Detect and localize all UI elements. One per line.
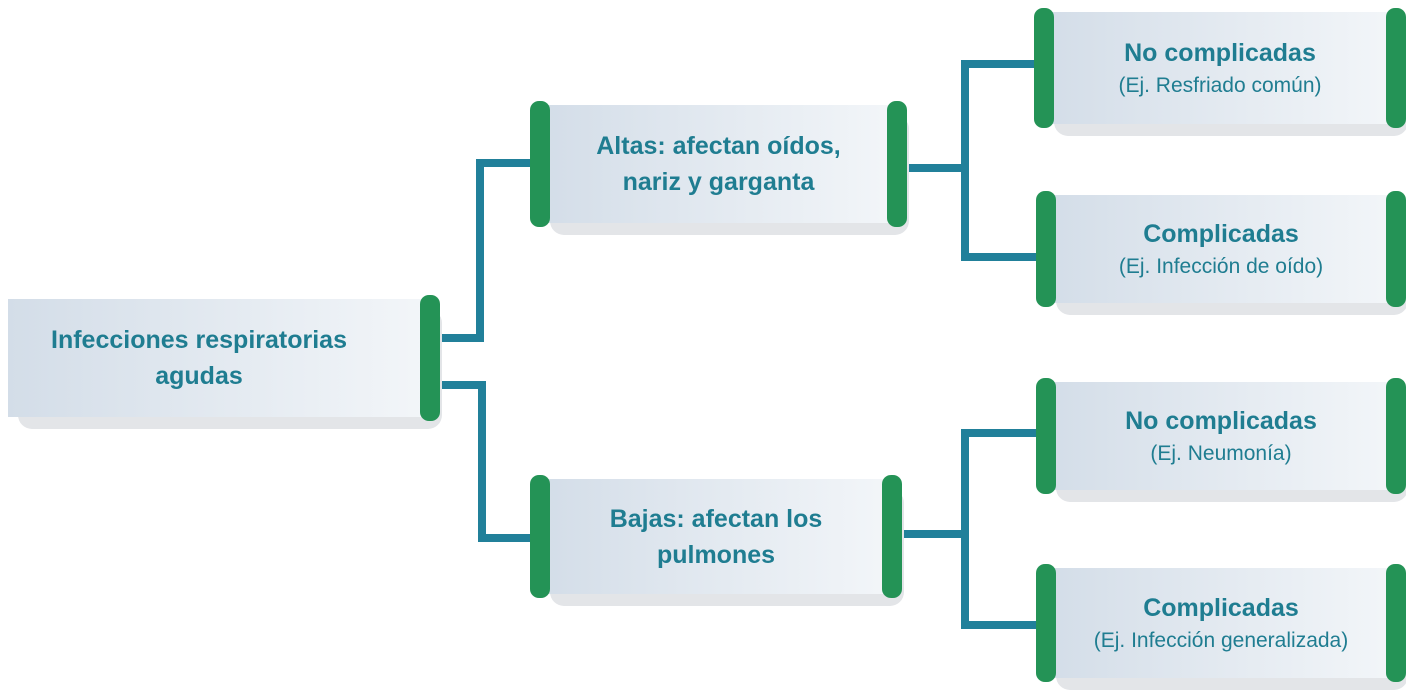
- child-example: (Ej. Resfriado común): [1118, 74, 1322, 97]
- child-left-cap: [1036, 191, 1056, 307]
- child-example: (Ej. Infección de oído): [1118, 255, 1324, 278]
- child-left-cap: [1036, 378, 1056, 494]
- bajas-right-cap: [882, 475, 902, 598]
- bajas-child-complicadas: Complicadas (Ej. Infección generalizada): [1036, 564, 1406, 690]
- child-title: Complicadas: [1143, 220, 1299, 248]
- connector-root-to-altas: [430, 159, 540, 342]
- child-right-cap: [1386, 191, 1406, 307]
- bajas-node: Bajas: afectan los pulmones: [530, 475, 904, 606]
- connector-altas-to-children: [897, 60, 1040, 261]
- connector-bajas-to-children: [893, 429, 1040, 629]
- root-right-cap: [420, 295, 440, 421]
- root-node: Infecciones respiratorias agudas: [8, 295, 442, 429]
- child-left-cap: [1034, 8, 1054, 128]
- child-right-cap: [1386, 564, 1406, 682]
- child-example: (Ej. Infección generalizada): [1093, 629, 1349, 652]
- child-left-cap: [1036, 564, 1056, 682]
- root-label: Infecciones respiratorias agudas: [51, 326, 347, 390]
- altas-right-cap: [887, 101, 907, 227]
- altas-node: Altas: afectan oídos, nariz y garganta: [530, 101, 909, 235]
- child-title: Complicadas: [1143, 594, 1299, 622]
- child-title: No complicadas: [1125, 407, 1317, 435]
- child-title: No complicadas: [1124, 39, 1316, 67]
- connector-root-to-bajas: [430, 381, 540, 542]
- altas-label: Altas: afectan oídos, nariz y garganta: [596, 132, 841, 196]
- bajas-label: Bajas: afectan los pulmones: [609, 504, 823, 569]
- altas-child-no-complicadas: No complicadas (Ej. Resfriado común): [1034, 8, 1406, 136]
- bajas-left-cap: [530, 475, 550, 598]
- bajas-child-no-complicadas: No complicadas (Ej. Neumonía): [1036, 378, 1406, 502]
- child-right-cap: [1386, 378, 1406, 494]
- altas-left-cap: [530, 101, 550, 227]
- altas-child-complicadas: Complicadas (Ej. Infección de oído): [1036, 191, 1406, 315]
- child-right-cap: [1386, 8, 1406, 128]
- child-example: (Ej. Neumonía): [1150, 442, 1292, 465]
